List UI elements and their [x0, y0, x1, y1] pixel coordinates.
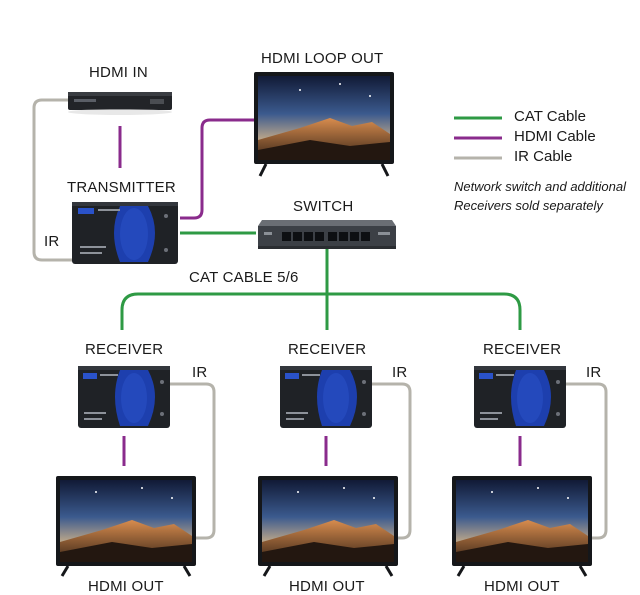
label-hdmi-in: HDMI IN	[89, 64, 148, 81]
receiver-device-3	[474, 366, 566, 428]
loop-out-tv	[254, 72, 394, 177]
receiver-device-1	[78, 366, 170, 428]
ir-cable-source	[32, 98, 72, 262]
output-tv-3	[452, 476, 592, 577]
network-switch	[258, 220, 396, 249]
label-ir-receiver-2: IR	[392, 364, 408, 381]
ir-cable-rx3	[566, 382, 608, 540]
label-hdmi-out-3: HDMI OUT	[484, 578, 560, 595]
label-receiver-3: RECEIVER	[483, 341, 562, 358]
ir-cable-rx2	[372, 382, 412, 540]
label-hdmi-out-2: HDMI OUT	[289, 578, 365, 595]
label-hdmi-out-1: HDMI OUT	[88, 578, 164, 595]
transmitter-device	[72, 202, 178, 264]
cat-cable-bus	[120, 292, 522, 330]
ir-cable-rx1	[170, 382, 216, 540]
label-ir-receiver-3: IR	[586, 364, 602, 381]
receiver-device-2	[280, 366, 372, 428]
output-tv-1	[56, 476, 196, 577]
label-hdmi-loop-out: HDMI LOOP OUT	[261, 50, 384, 67]
legend-label-ir: IR Cable	[514, 148, 573, 165]
legend-label-cat: CAT Cable	[514, 108, 586, 125]
label-cat-cable: CAT CABLE 5/6	[189, 269, 299, 286]
hdmi-cable-loop-out	[180, 118, 254, 220]
label-ir-receiver-1: IR	[192, 364, 208, 381]
legend-label-hdmi: HDMI Cable	[514, 128, 596, 145]
hdmi-source-player	[68, 92, 172, 115]
note-separately-sold: Network switch and additional Receivers …	[454, 179, 626, 213]
label-receiver-2: RECEIVER	[288, 341, 367, 358]
label-transmitter: TRANSMITTER	[67, 179, 176, 196]
label-receiver-1: RECEIVER	[85, 341, 164, 358]
output-tv-2	[258, 476, 398, 577]
label-ir-transmitter: IR	[44, 233, 60, 250]
label-switch: SWITCH	[293, 198, 354, 215]
